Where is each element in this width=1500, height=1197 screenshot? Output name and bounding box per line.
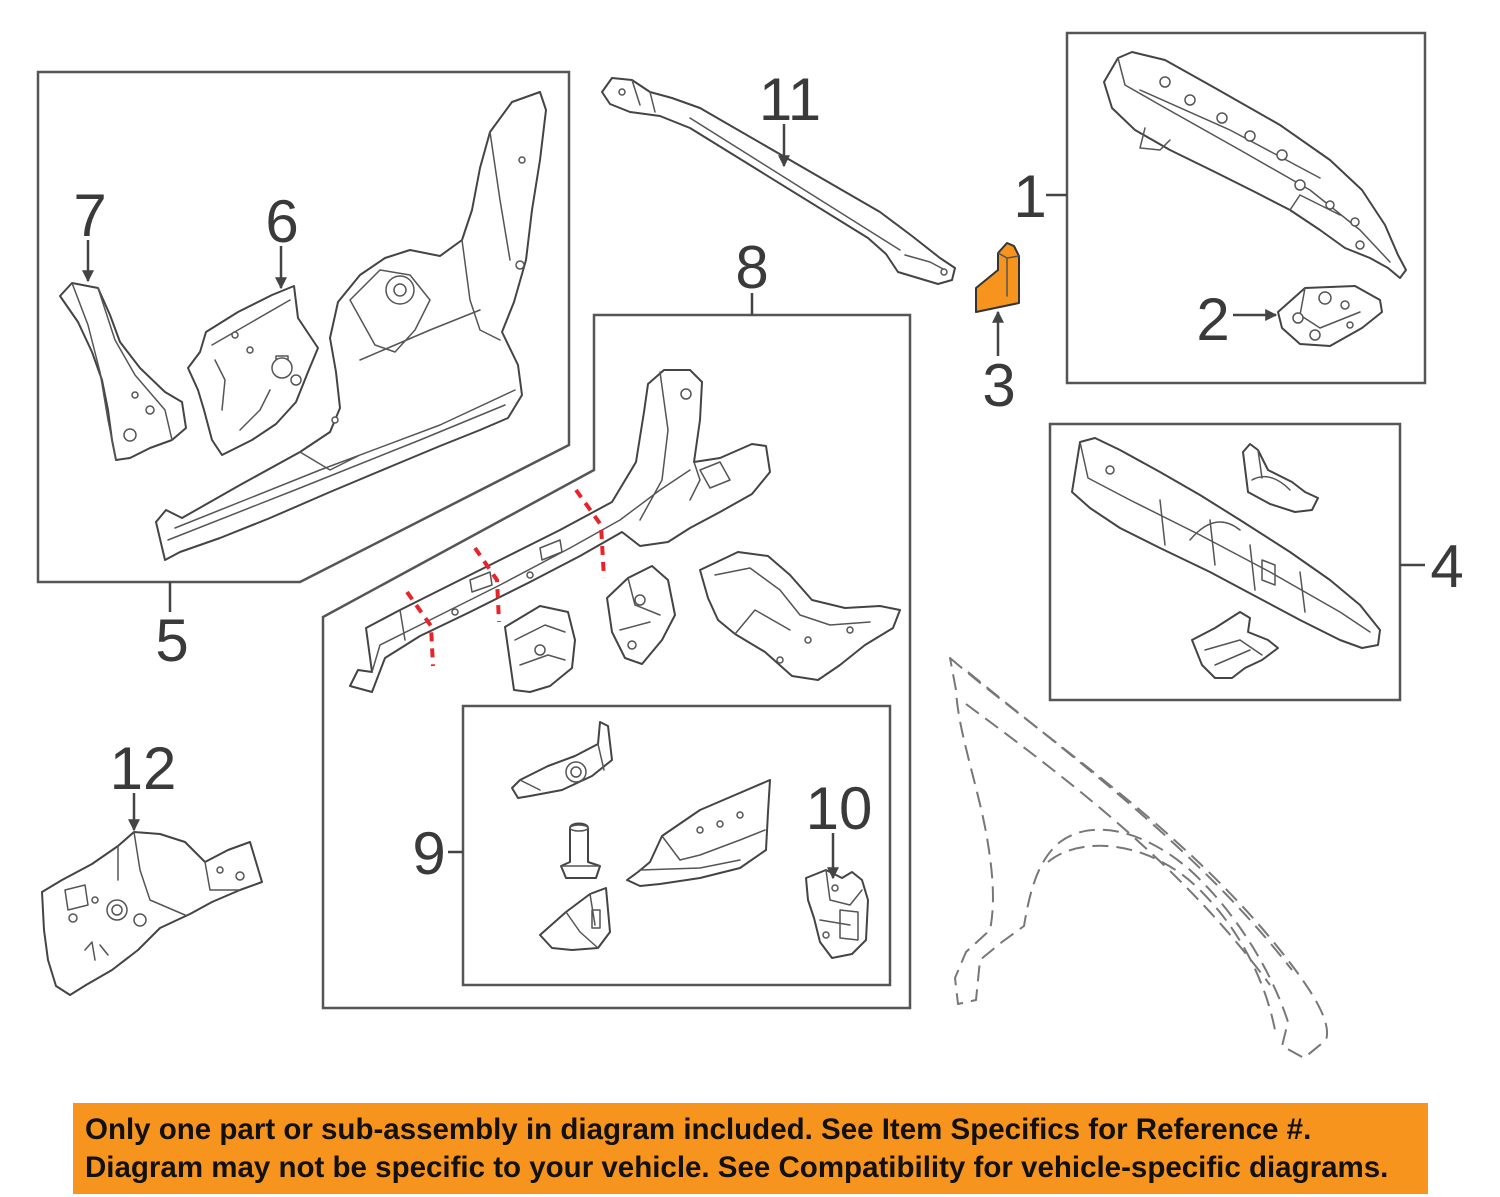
group-box-5 [36, 70, 571, 584]
group-box-9 [461, 704, 892, 987]
part-9-gusset [626, 779, 771, 887]
part-4-apron-member [1071, 437, 1381, 649]
part-4-upper-gusset [1242, 443, 1319, 513]
callout-2: 2 [1196, 286, 1229, 353]
part-4-lower-bracket [1191, 611, 1279, 679]
callout-6: 6 [265, 188, 298, 255]
cut-lines [405, 488, 606, 667]
callout-10: 10 [806, 775, 873, 842]
callout-3: 3 [982, 352, 1015, 419]
disclaimer-banner: Only one part or sub-assembly in diagram… [73, 1103, 1428, 1194]
callout-8: 8 [735, 234, 768, 301]
part-2-plate [1277, 285, 1383, 347]
cut-line-2 [473, 546, 501, 623]
part-3-fill [975, 242, 1020, 313]
part-3-highlighted-bracket [975, 242, 1020, 313]
callout-11: 11 [759, 66, 821, 133]
disclaimer-line-2: Diagram may not be specific to your vehi… [85, 1151, 1389, 1184]
cut-line-1 [405, 590, 435, 667]
part-9-bracket-top [511, 721, 613, 799]
part-9-post [560, 822, 601, 879]
part-8-bracket-left [504, 605, 576, 693]
part-11-cross-member [601, 77, 956, 285]
disclaimer-line-1: Only one part or sub-assembly in diagram… [85, 1113, 1312, 1146]
part-12-panel [41, 831, 263, 996]
part-10-bracket [805, 869, 869, 959]
part-8-side-rail [349, 369, 771, 693]
part-7-pillar [59, 282, 187, 461]
group-box-4 [1048, 422, 1402, 702]
callout-1: 1 [1013, 163, 1046, 230]
fender-reference-outline [949, 657, 1329, 1059]
part-5-apron-assembly [155, 91, 547, 561]
part-1-rail [1103, 51, 1407, 279]
callout-7: 7 [73, 182, 106, 249]
group-box-1 [1065, 31, 1427, 385]
part-9-corner-bracket [539, 887, 611, 951]
part-8-extension [699, 551, 901, 681]
part-8-bracket-middle [606, 565, 676, 665]
callout-5: 5 [155, 607, 188, 674]
callout-12: 12 [110, 735, 177, 802]
callout-9: 9 [412, 820, 445, 887]
part-6-panel [187, 285, 319, 456]
callout-4: 4 [1430, 533, 1463, 600]
group-box-8 [321, 313, 912, 1010]
